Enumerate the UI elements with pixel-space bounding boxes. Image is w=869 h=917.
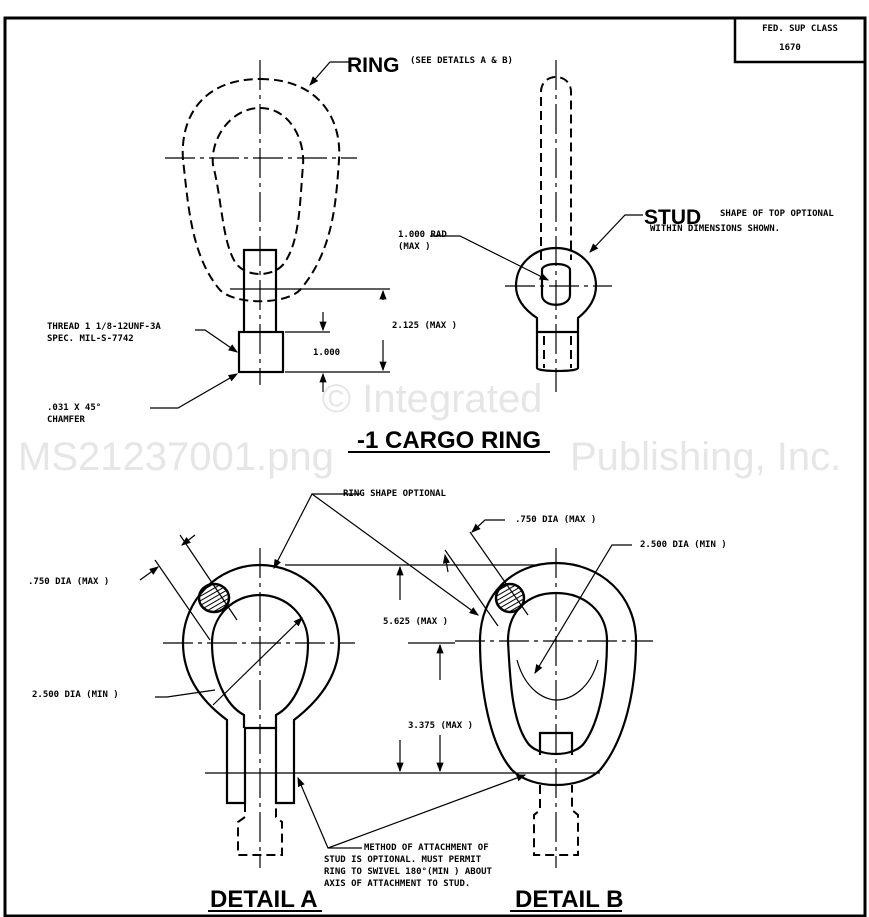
chamfer-line: .031 X 45°: [47, 403, 101, 413]
detail-dimensions: 5.625 (MAX ) 3.375 (MAX ) RING SHAPE OPT…: [205, 489, 600, 889]
detail-a-caption: DETAIL A: [210, 886, 318, 913]
ring-shape-note: RING SHAPE OPTIONAL: [343, 489, 447, 499]
attachment-note-line: AXIS OF ATTACHMENT TO STUD.: [324, 879, 470, 889]
thread-spec-line: THREAD 1 1/8-12UNF-3A: [47, 322, 161, 332]
detail-b-caption: DETAIL B: [515, 886, 623, 913]
detail-b-view: .750 DIA (MAX ) 2.500 DIA (MIN ) DETAIL …: [442, 515, 727, 913]
attachment-note-line: STUD IS OPTIONAL. MUST PERMIT: [324, 855, 482, 865]
watermark-line: Publishing, Inc.: [570, 435, 841, 479]
dim-overall-label: 2.125 (MAX ): [392, 321, 457, 331]
dim-center-detail: 3.375 (MAX ): [408, 721, 473, 731]
title-block-header: FED. SUP CLASS: [762, 24, 838, 34]
sheet-border: [3, 16, 867, 917]
radius-label: (MAX ): [398, 242, 431, 252]
stud-note: WITHIN DIMENSIONS SHOWN.: [650, 224, 780, 234]
detail-a-view: .750 DIA (MAX ) 2.500 DIA (MIN ) DETAIL …: [28, 534, 355, 913]
section-dia-label-b: .750 DIA (MAX ): [515, 515, 596, 525]
stud-side-view: 1.000 RAD (MAX ) STUD SHAPE OF TOP OPTIO…: [398, 60, 834, 392]
stud-label: STUD: [644, 206, 701, 229]
dim-overall-detail: 5.625 (MAX ): [383, 617, 448, 627]
thread-spec-line: SPEC. MIL-S-7742: [47, 334, 134, 344]
chamfer-line: CHAMFER: [47, 415, 86, 425]
watermark: © Integrated Publishing, Inc. MS21237001…: [18, 377, 841, 479]
attachment-note-line: RING TO SWIVEL 180°(MIN ) ABOUT: [324, 867, 493, 877]
attachment-note-line: METHOD OF ATTACHMENT OF: [364, 843, 489, 853]
inner-dia-label-a: 2.500 DIA (MIN ): [32, 690, 119, 700]
title-block-value: 1670: [779, 43, 801, 53]
ring-front-view: 2.125 (MAX ) 1.000 RING (SEE DETAILS A &…: [47, 54, 513, 425]
watermark-line: MS21237001.png: [18, 435, 334, 479]
ring-label: RING: [347, 54, 400, 77]
ring-note: (SEE DETAILS A & B): [410, 56, 513, 66]
section-dia-label-a: .750 DIA (MAX ): [28, 577, 109, 587]
stud-note: SHAPE OF TOP OPTIONAL: [720, 209, 834, 219]
radius-label: 1.000 RAD: [398, 230, 447, 240]
watermark-line: © Integrated: [322, 377, 543, 421]
cargo-ring-caption: -1 CARGO RING: [357, 427, 541, 454]
inner-dia-label-b: 2.500 DIA (MIN ): [640, 540, 727, 550]
title-block: FED. SUP CLASS 1670: [733, 16, 867, 64]
dim-thread-label: 1.000: [313, 348, 340, 358]
